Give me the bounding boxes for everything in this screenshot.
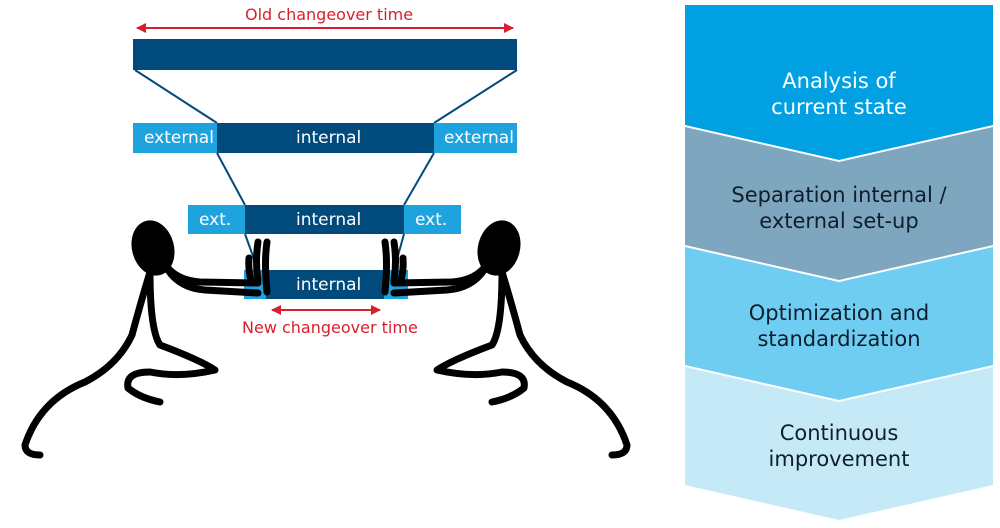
row2-internal [217, 123, 434, 153]
row3-ext-right [404, 205, 461, 234]
step-4-text: Continuous improvement [685, 420, 993, 472]
row3-center-label: internal [296, 210, 362, 230]
row3-right-label: ext. [415, 210, 448, 230]
old-time-label: Old changeover time [245, 5, 414, 24]
process-chevrons [685, 5, 993, 520]
left-stick-figure [21, 220, 271, 459]
step-3-text: Optimization and standardization [685, 300, 993, 352]
step-1-line-2: current state [771, 95, 907, 119]
step-2-text: Separation internal / external set-up [685, 182, 993, 234]
row3-ext-left [188, 205, 245, 234]
row4-internal [266, 270, 384, 299]
step-1-chevron [685, 5, 993, 160]
funnel-lines [134, 69, 518, 271]
step-4-chevron [685, 367, 993, 520]
row2-external-left [133, 123, 217, 153]
step-4-line-2: improvement [768, 447, 910, 471]
step-3-line-2: standardization [757, 327, 921, 351]
row3-internal [245, 205, 404, 234]
new-time-label: New changeover time [242, 318, 418, 337]
step-2-line-1: Separation internal / [731, 183, 947, 207]
step-3-line-1: Optimization and [748, 301, 930, 325]
row3-left-label: ext. [199, 210, 232, 230]
step-2-line-2: external set-up [759, 209, 919, 233]
right-stick-figure [381, 220, 631, 459]
row2-center-label: internal [296, 128, 362, 148]
row2-left-label: external [144, 128, 214, 148]
step-4-line-1: Continuous [779, 421, 899, 445]
row2-external-right [434, 123, 517, 153]
row2-right-label: external [444, 128, 514, 148]
old-changeover-bar [133, 39, 517, 70]
step-3-chevron [685, 247, 993, 400]
step-2-chevron [685, 127, 993, 280]
step-1-line-1: Analysis of [782, 69, 896, 93]
row4-center-label: internal [296, 275, 362, 295]
step-1-text: Analysis of current state [685, 68, 993, 120]
